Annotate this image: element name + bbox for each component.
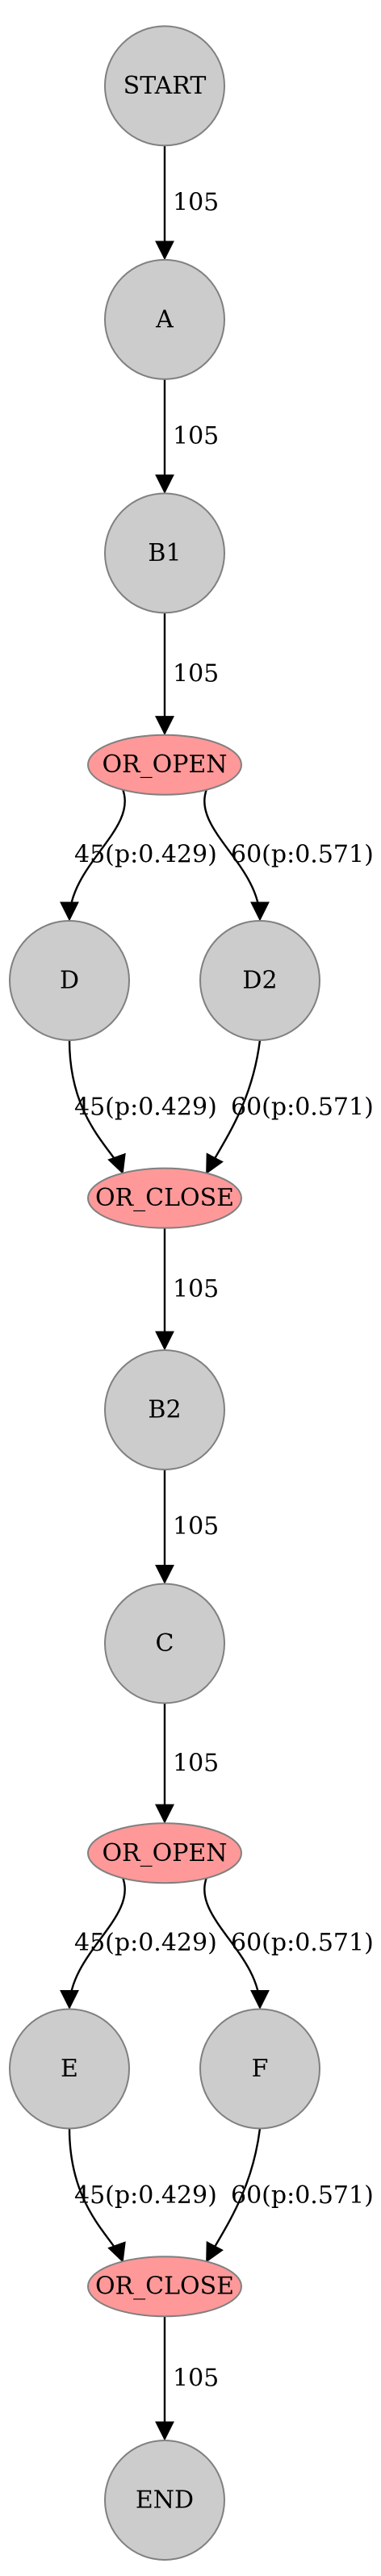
node-label: OR_CLOSE [95, 2273, 234, 2301]
node-label: START [124, 72, 207, 100]
edges-layer [60, 145, 270, 2441]
node-d: D [9, 919, 130, 1041]
edge-labels-layer: 105 105 105 45(p:0.429) 60(p:0.571) 45(p:0.42… [74, 189, 374, 2393]
node-label: C [156, 1629, 174, 1658]
activity-circle [104, 2439, 225, 2561]
edge-label: 105 [173, 189, 219, 217]
node-label: OR_OPEN [102, 1839, 227, 1867]
activity-circle [104, 258, 225, 380]
activity-circle [104, 25, 225, 147]
edge-d2-to-or-close [206, 1039, 262, 1175]
edge-or-open-to-f [203, 1876, 270, 2009]
activity-circle [199, 2008, 320, 2130]
node-label: OR_OPEN [102, 751, 227, 779]
activity-circle [9, 2008, 130, 2130]
node-start: START [104, 25, 225, 147]
edge-label: 45(p:0.429) [74, 1093, 217, 1121]
node-or-close: OR_CLOSE [87, 2256, 242, 2318]
edge-label: 105 [173, 422, 219, 450]
edge-label: 105 [173, 1512, 219, 1541]
gateway-ellipse [87, 2256, 242, 2318]
gateway-ellipse [87, 734, 242, 796]
edge-label: 60(p:0.571) [231, 1929, 374, 1957]
edge-e-to-or-close [68, 2128, 126, 2263]
node-label: E [61, 2055, 78, 2083]
node-label: D [60, 966, 79, 994]
node-d2: D2 [199, 919, 320, 1041]
edge-label: 45(p:0.429) [74, 2181, 217, 2210]
activity-circle [104, 1349, 225, 1470]
node-label: END [136, 2486, 194, 2514]
edge-d-to-or-close [68, 1039, 126, 1175]
edge-label: 105 [173, 1749, 219, 1777]
node-or-open: OR_OPEN [87, 734, 242, 796]
node-or-close: OR_CLOSE [87, 1167, 242, 1229]
edge-label: 105 [173, 2365, 219, 2393]
node-label: A [155, 305, 174, 333]
node-label: F [252, 2055, 269, 2083]
edge-f-to-or-close [206, 2128, 262, 2263]
node-a: A [104, 258, 225, 380]
node-label: B2 [148, 1395, 181, 1424]
node-e: E [9, 2008, 130, 2130]
gateway-ellipse [87, 1167, 242, 1229]
node-label: D2 [242, 966, 277, 994]
activity-circle [104, 492, 225, 614]
edge-label: 105 [173, 660, 219, 688]
gateway-ellipse [87, 1822, 242, 1884]
edge-label: 60(p:0.571) [231, 2181, 374, 2210]
node-c: C [104, 1583, 225, 1704]
edge-or-open-to-d [60, 788, 126, 922]
node-label: OR_CLOSE [95, 1184, 234, 1212]
edge-label: 45(p:0.429) [74, 841, 217, 869]
edge-label: 60(p:0.571) [231, 841, 374, 869]
activity-circle [199, 919, 320, 1041]
node-end: END [104, 2439, 225, 2561]
edge-label: 105 [173, 1275, 219, 1303]
activity-circle [104, 1583, 225, 1704]
edge-or-open-to-d2 [203, 788, 270, 922]
node-b1: B1 [104, 492, 225, 614]
node-f: F [199, 2008, 320, 2130]
node-or-open: OR_OPEN [87, 1822, 242, 1884]
edge-label: 45(p:0.429) [74, 1929, 217, 1957]
edge-or-open-to-e [60, 1876, 126, 2009]
node-b2: B2 [104, 1349, 225, 1470]
edge-label: 60(p:0.571) [231, 1093, 374, 1121]
node-label: B1 [148, 539, 181, 567]
activity-circle [9, 919, 130, 1041]
